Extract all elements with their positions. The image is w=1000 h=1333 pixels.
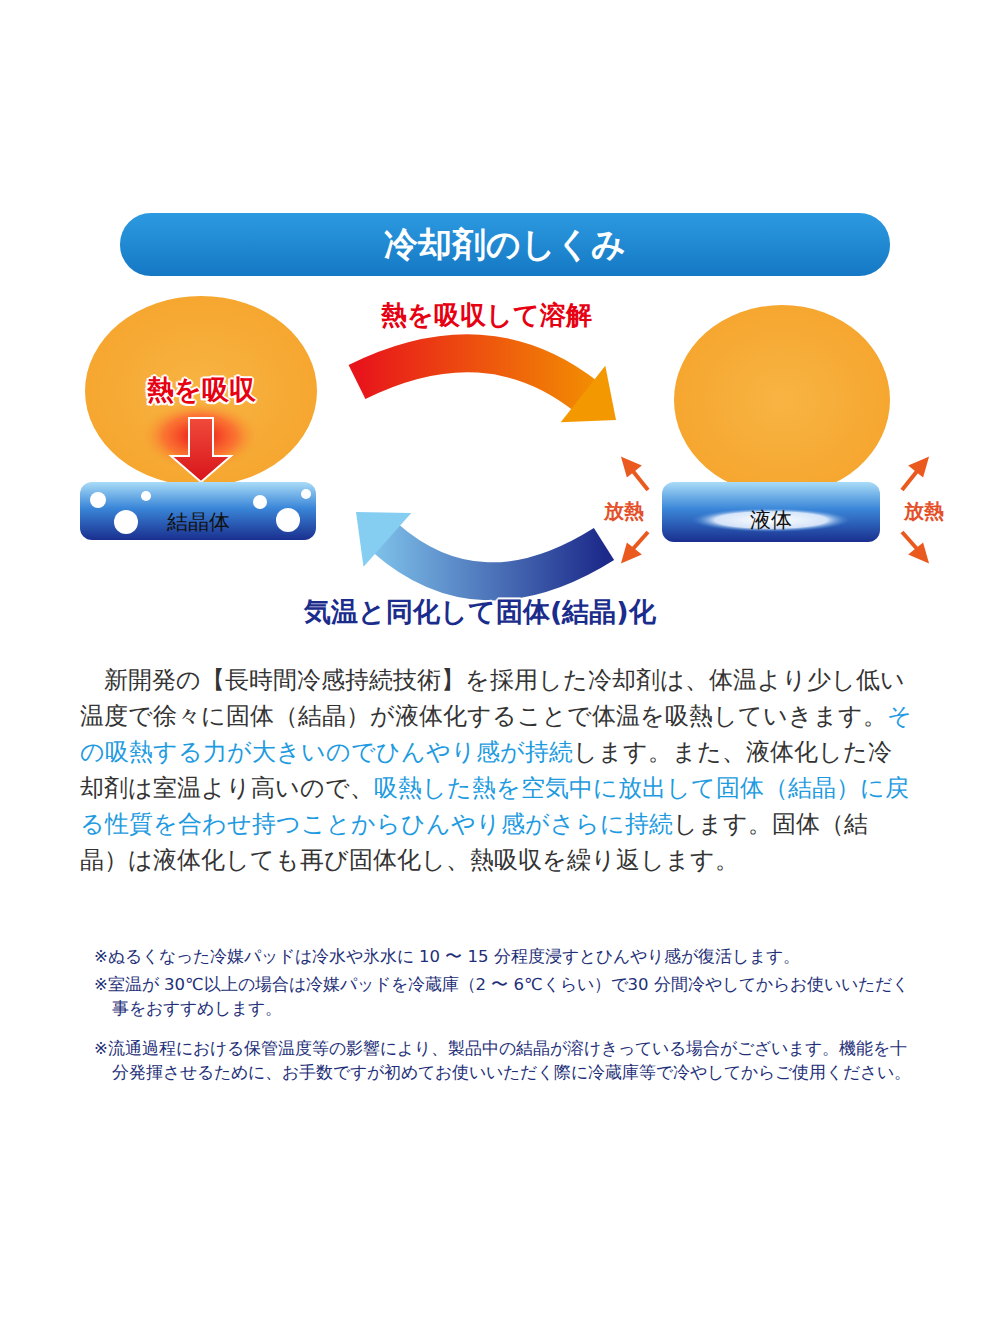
crystal-band: 結晶体 bbox=[80, 482, 316, 540]
note-text: ※流通過程における保管温度等の影響により、製品中の結晶が溶けきっている場合がござ… bbox=[94, 1037, 922, 1085]
state-label: 結晶体 bbox=[80, 508, 316, 536]
title-text: 冷却剤のしくみ bbox=[120, 213, 890, 276]
cycle-arrow bbox=[357, 353, 616, 422]
arrow-body bbox=[384, 537, 604, 581]
heat-release-label: 放熱 bbox=[904, 498, 944, 525]
arrow-head bbox=[561, 366, 616, 423]
body-paragraph: 新開発の【長時間冷感持続技術】を採用した冷却剤は、体温より少し低い温度で徐々に固… bbox=[80, 662, 912, 878]
heat-release-label: 放熱 bbox=[604, 498, 644, 525]
arrow-head bbox=[356, 512, 411, 567]
state-label: 液体 bbox=[662, 506, 880, 534]
body-text: 新開発の【長時間冷感持続技術】を採用した冷却剤は、体温より少し低い温度で徐々に固… bbox=[80, 666, 905, 730]
arrow-body bbox=[357, 353, 586, 396]
crystal-circle: 熱を吸収 bbox=[85, 296, 317, 486]
edge-label: 気温と同化して固体(結晶)化 bbox=[304, 594, 656, 630]
cycle-arrow bbox=[356, 512, 604, 581]
note-text: ※室温が 30℃以上の場合は冷媒パッドを冷蔵庫（2 〜 6℃くらい）で30 分間… bbox=[94, 973, 922, 1021]
liquid-circle bbox=[674, 305, 890, 495]
title-band bbox=[120, 213, 890, 276]
heat-label: 熱を吸収 bbox=[85, 372, 317, 408]
edge-label: 熱を吸収して溶解 bbox=[381, 298, 592, 333]
note-text: ※ぬるくなった冷媒パッドは冷水や氷水に 10 〜 15 分程度浸すとひんやり感が… bbox=[94, 945, 922, 969]
liquid-band: 液体 bbox=[662, 482, 880, 542]
heat-arrows bbox=[624, 460, 926, 560]
